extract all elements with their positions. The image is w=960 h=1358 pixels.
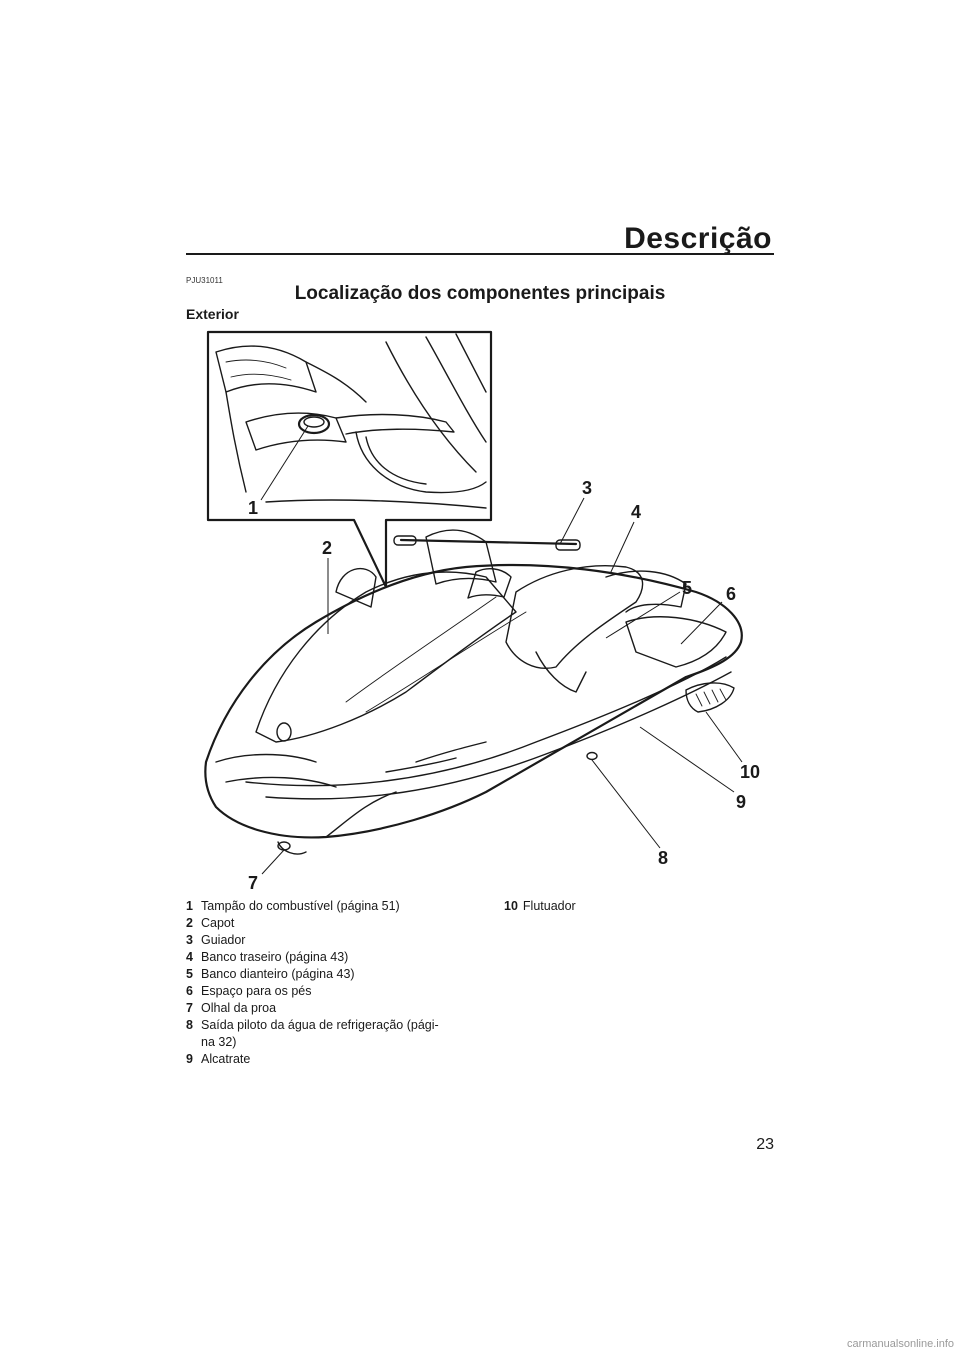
page-header-title: Descrição [624,222,772,255]
page-number: 23 [756,1136,774,1153]
legend-num: 8 [186,1018,193,1032]
callout-8: 8 [658,848,668,868]
legend-text: Capot [201,916,235,930]
watercraft-body [204,529,743,855]
callout-9: 9 [736,792,746,812]
header-rule [186,253,774,255]
watercraft-illustration: 1 2 3 4 5 6 7 8 9 10 [204,330,760,892]
callout-1: 1 [248,498,258,518]
legend-item: 4 Banco traseiro (página 43) [186,949,476,966]
doc-code: PJU31011 [186,276,223,285]
callout-7: 7 [248,873,258,892]
legend-right-column: 10 Flutuador [504,898,774,915]
legend-text: Flutuador [522,899,576,913]
callout-6: 6 [726,584,736,604]
callout-4: 4 [631,502,641,522]
legend-text: Banco dianteiro (página 43) [201,967,355,981]
callout-3: 3 [582,478,592,498]
legend-item: 6 Espaço para os pés [186,983,476,1000]
legend-num: 10 [504,899,518,913]
legend-num: 7 [186,1001,193,1015]
legend-left-column: 1 Tampão do combustível (página 51) 2 Capo… [186,898,476,1068]
legend-item: 3 Guiador [186,932,476,949]
callout-numbers: 1 2 3 4 5 6 7 8 9 10 [248,478,760,892]
legend-num: 5 [186,967,193,981]
legend-item: 1 Tampão do combustível (página 51) [186,898,476,915]
legend-text: Guiador [201,933,246,947]
watermark: carmanualsonline.info [846,1338,954,1350]
legend-num: 3 [186,933,193,947]
legend-num: 9 [186,1052,193,1066]
callout-10: 10 [740,762,760,782]
sub-heading: Exterior [186,306,239,322]
legend-num: 2 [186,916,193,930]
inset-detail [206,330,493,589]
legend-num: 6 [186,984,193,998]
legend-text: Tampão do combustível (página 51) [201,899,400,913]
section-title: Localização dos componentes principais [294,283,666,304]
legend-num: 1 [186,899,193,913]
legend-item: 9 Alcatrate [186,1051,476,1068]
legend-text: Alcatrate [201,1052,251,1066]
callout-2: 2 [322,538,332,558]
legend-item: 5 Banco dianteiro (página 43) [186,966,476,983]
legend-text: Saída piloto da água de refrigeração (pá… [201,1018,439,1049]
legend-item: 7 Olhal da proa [186,1000,476,1017]
legend-text: Banco traseiro (página 43) [201,950,349,964]
legend-text: Espaço para os pés [201,984,312,998]
legend-item: 8 Saída piloto da água de refrigeração (p… [186,1017,476,1051]
legend-num: 4 [186,950,193,964]
callout-5: 5 [682,578,692,598]
legend-text: Olhal da proa [201,1001,277,1015]
callout-leaders [260,425,743,875]
legend-item: 10 Flutuador [504,898,774,915]
legend-item: 2 Capot [186,915,476,932]
